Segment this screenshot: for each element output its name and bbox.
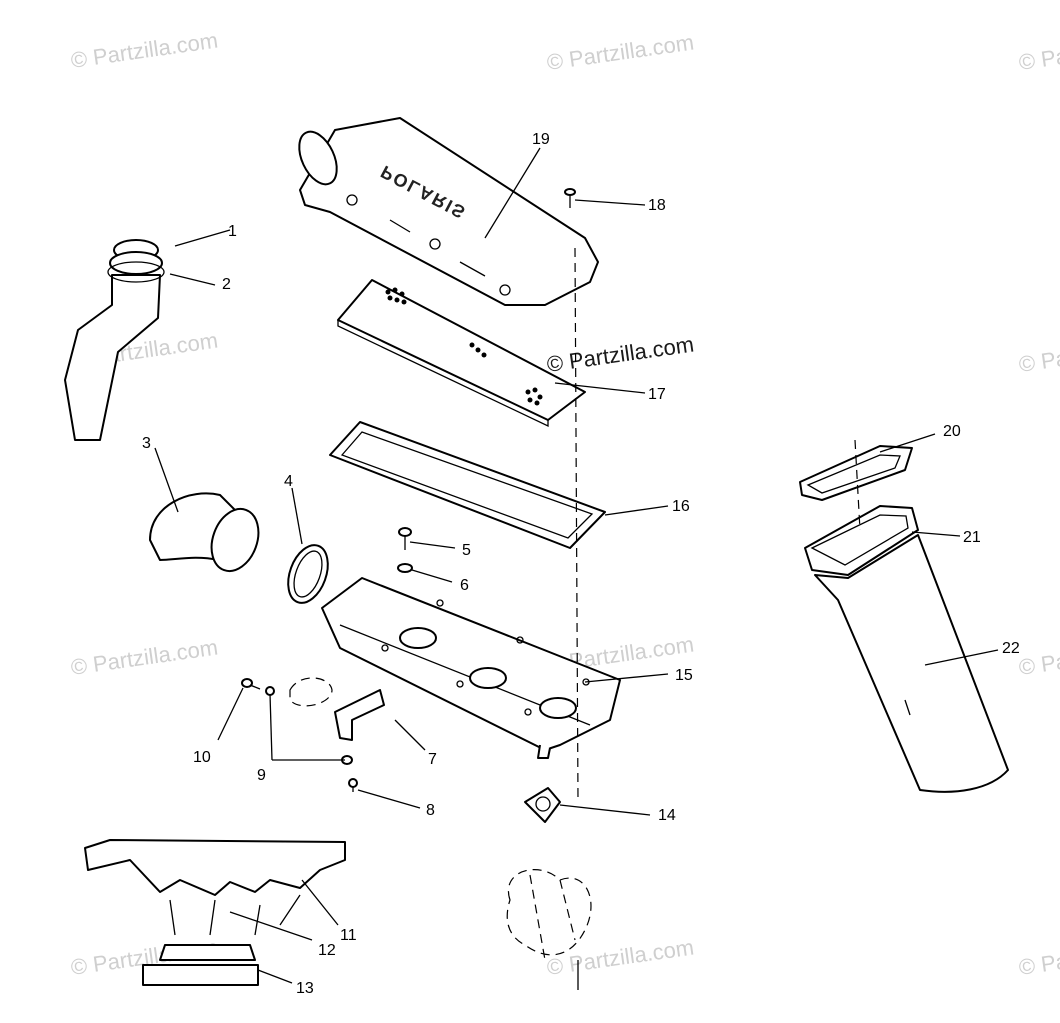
part-11-12-13-manifold: [84, 839, 346, 986]
part-3-elbow-duct: [149, 492, 260, 572]
part-19-airbox-cover: POLARIS: [298, 117, 599, 306]
callout-13: 13: [296, 980, 314, 997]
part-17-filter-plate: [337, 279, 586, 428]
watermark: © Partzilla.com: [1017, 30, 1060, 75]
callout-5: 5: [462, 542, 471, 559]
part-5-bolt: [398, 527, 412, 550]
part-14-flange-gasket: [524, 787, 561, 823]
callout-3: 3: [142, 435, 151, 452]
callout-7: 7: [428, 751, 437, 768]
callout-17: 17: [648, 386, 666, 403]
callout-2: 2: [222, 276, 231, 293]
watermark: © Partzilla.com: [69, 635, 219, 680]
part-21-flange: [804, 505, 919, 576]
callout-20: 20: [943, 423, 961, 440]
part-8-screw: [348, 778, 358, 792]
leader-lines: [154, 147, 999, 984]
callout-15: 15: [675, 667, 693, 684]
part-1-2-inlet-boot: [64, 239, 165, 441]
watermark-center: © Partzilla.com: [545, 332, 695, 377]
part-15-airbox-base: [321, 577, 621, 759]
callout-labels: 1 2 3 4 5 6 7 8 9 10 11 12 13 14 15 16 1…: [142, 131, 1020, 997]
part-10-bolt: [241, 678, 261, 690]
part-22-duct: [814, 534, 1009, 793]
watermark: © Partzilla.com: [545, 935, 695, 980]
watermark: © Partzilla.com: [1017, 935, 1060, 980]
callout-11: 11: [340, 927, 357, 944]
callout-6: 6: [460, 577, 469, 594]
callout-9: 9: [257, 767, 266, 784]
callout-10: 10: [193, 749, 211, 766]
callout-12: 12: [318, 942, 336, 959]
assembly-axis: [574, 247, 579, 801]
part-20-gasket: [799, 445, 913, 501]
part-18-screw: [564, 188, 576, 208]
callout-4: 4: [284, 473, 293, 490]
watermark: © Partzilla.com: [1017, 635, 1060, 680]
callout-21: 21: [963, 529, 981, 546]
callout-19: 19: [532, 131, 550, 148]
callout-16: 16: [672, 498, 690, 515]
watermark: © Partzilla.com: [1017, 332, 1060, 377]
callout-1: 1: [228, 223, 237, 240]
assembly-axis: [854, 439, 861, 531]
callout-8: 8: [426, 802, 435, 819]
callout-14: 14: [658, 807, 676, 824]
part-4-clamp: [287, 544, 329, 604]
watermark: © Partzilla.com: [69, 28, 219, 73]
part-7-bracket: [289, 677, 385, 741]
watermark: © Partzilla.com: [545, 30, 695, 75]
part-16-gasket: [329, 421, 606, 549]
carburetor-reference: [506, 869, 592, 990]
callout-22: 22: [1002, 640, 1020, 657]
callout-18: 18: [648, 197, 666, 214]
part-6-washer: [397, 563, 413, 573]
